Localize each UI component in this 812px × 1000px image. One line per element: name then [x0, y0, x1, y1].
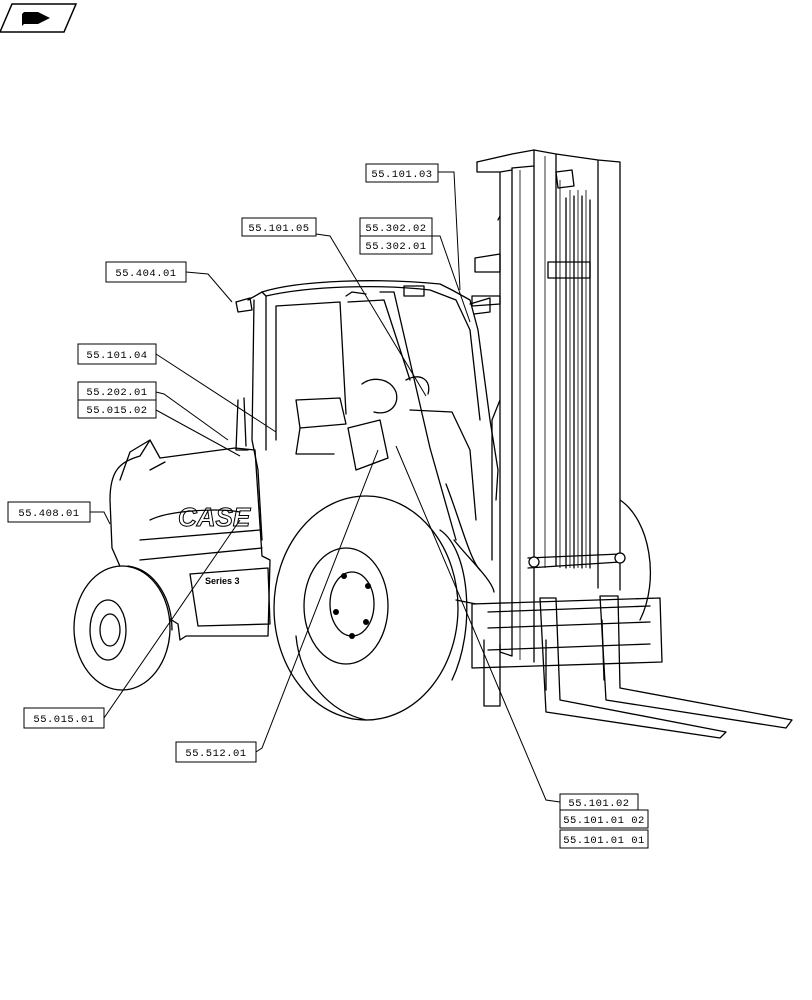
svg-text:55.404.01: 55.404.01 — [115, 268, 176, 280]
callout-55-408-01[interactable]: 55.408.01 — [7, 501, 91, 523]
svg-text:55.015.02: 55.015.02 — [86, 405, 147, 417]
fork-carriage — [471, 597, 663, 707]
callout-55-101-04[interactable]: 55.101.04 — [77, 343, 157, 365]
callout-55-101-01-01[interactable]: 55.101.01 01 — [559, 829, 649, 849]
brand-decal: CASE — [178, 502, 251, 532]
svg-text:55.101.04: 55.101.04 — [86, 350, 147, 362]
callout-55-101-05[interactable]: 55.101.05 — [241, 217, 317, 237]
svg-text:55.015.01: 55.015.01 — [33, 714, 94, 726]
rear-wheel — [73, 565, 173, 691]
svg-text:55.202.01: 55.202.01 — [86, 387, 147, 399]
svg-text:55.101.01 02: 55.101.01 02 — [563, 815, 645, 827]
callout-55-302-01[interactable]: 55.302.01 — [359, 235, 433, 255]
svg-text:55.101.02: 55.101.02 — [568, 798, 629, 810]
callout-55-202-01[interactable]: 55.202.01 — [77, 381, 157, 401]
callout-55-015-01[interactable]: 55.015.01 — [23, 707, 105, 729]
series-decal: Series 3 — [205, 576, 240, 586]
mast — [471, 149, 626, 663]
callout-55-015-02[interactable]: 55.015.02 — [77, 399, 157, 419]
svg-text:55.512.01: 55.512.01 — [185, 748, 246, 760]
svg-text:55.302.02: 55.302.02 — [365, 223, 426, 235]
leader-lines — [90, 171, 561, 803]
callout-55-101-01-02[interactable]: 55.101.01 02 — [559, 809, 649, 829]
svg-text:55.101.01 01: 55.101.01 01 — [563, 835, 645, 847]
counterweight-body: CASE Series 3 — [109, 439, 271, 641]
callout-55-302-02[interactable]: 55.302.02 — [359, 217, 433, 237]
callout-55-404-01[interactable]: 55.404.01 — [105, 261, 187, 283]
arrow-next-icon[interactable] — [0, 3, 78, 33]
svg-text:55.302.01: 55.302.01 — [365, 241, 426, 253]
front-wheel — [273, 495, 468, 721]
callout-55-101-03[interactable]: 55.101.03 — [365, 163, 439, 183]
svg-text:55.408.01: 55.408.01 — [18, 508, 79, 520]
svg-text:55.101.05: 55.101.05 — [248, 223, 309, 235]
cab — [235, 280, 499, 541]
forklift-illustration: CASE Series 3 — [73, 149, 793, 739]
callout-55-101-02[interactable]: 55.101.02 — [559, 793, 639, 811]
callout-55-512-01[interactable]: 55.512.01 — [175, 741, 257, 763]
forks — [539, 595, 793, 739]
svg-text:55.101.03: 55.101.03 — [371, 169, 432, 181]
